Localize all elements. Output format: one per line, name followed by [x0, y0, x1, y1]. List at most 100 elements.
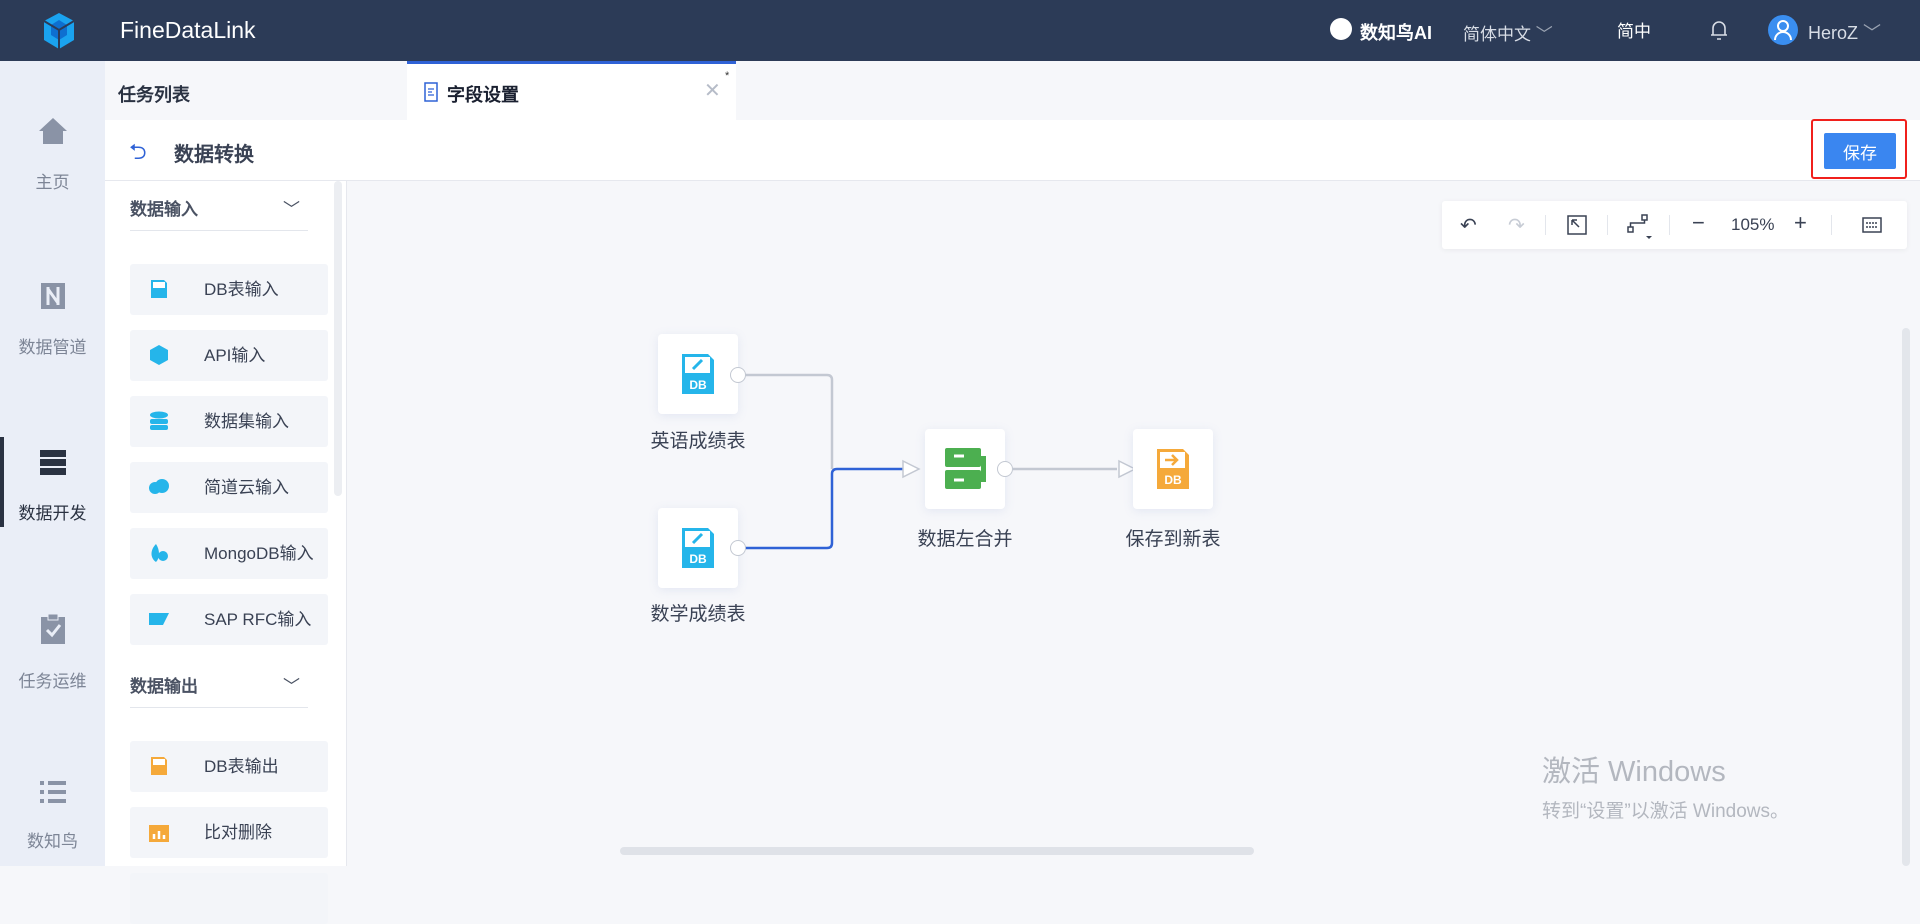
list-icon — [39, 781, 66, 803]
windows-activation-watermark: 激活 Windows 转到“设置”以激活 Windows。 — [1542, 748, 1789, 823]
divider — [1545, 215, 1546, 235]
operator-label: MongoDB输入 — [204, 544, 314, 563]
db-input-icon: DB — [682, 354, 714, 394]
node-left-join[interactable] — [925, 429, 1013, 509]
app-name: FineDataLink — [120, 17, 256, 43]
bell-icon[interactable] — [1710, 19, 1728, 41]
nav-task-ops[interactable]: 任务运维 — [0, 613, 105, 692]
highlight-box — [1811, 119, 1907, 179]
operator-api-input[interactable]: API输入 — [130, 330, 328, 381]
watermark-subtitle: 转到“设置”以激活 Windows。 — [1542, 801, 1790, 822]
output-port[interactable] — [730, 540, 746, 556]
save-button[interactable]: 保存 — [1824, 133, 1896, 169]
node-save-to-new-table[interactable]: DB — [1133, 429, 1213, 509]
operator-label: DB表输入 — [204, 280, 279, 299]
mongodb-icon — [151, 544, 168, 562]
svg-text:DB: DB — [689, 378, 707, 392]
chevron-down-icon: ﹀ — [1863, 23, 1882, 43]
node-math-scores[interactable]: DB — [658, 508, 746, 588]
operator-sap-rfc-input[interactable]: SAP RFC输入 — [130, 594, 328, 645]
tab-bar: 任务列表 字段设置 ✕ * — [105, 61, 1920, 120]
operator-more[interactable] — [130, 873, 328, 924]
section-title: 数据输出 — [130, 677, 198, 696]
zoom-in-icon[interactable]: + — [1794, 210, 1807, 235]
zoom-out-icon[interactable]: − — [1692, 210, 1705, 235]
canvas[interactable]: DB 英语成绩表 DB 数学成绩表 数据左合并 DB 保存到新表 — [347, 181, 1920, 866]
operator-label: API输入 — [204, 346, 266, 365]
node-label: 英语成绩表 — [650, 431, 746, 452]
close-tab-icon[interactable]: ✕ — [704, 80, 721, 102]
nav-data-pipeline[interactable]: 数据管道 — [0, 281, 105, 358]
panel-scrollbar[interactable] — [334, 181, 342, 496]
nav-data-development[interactable]: 数据开发 — [0, 437, 105, 527]
data-input-section[interactable]: 数据输入 ﹀ — [130, 189, 308, 231]
app-logo-icon — [43, 13, 75, 49]
back-icon[interactable]: ⮌ — [129, 139, 147, 164]
operator-panel: 数据输入﹀ DB表输入 API输入 数据集输入 简道云输入 MongoDB输入 … — [105, 181, 347, 924]
compare-delete-icon — [149, 825, 169, 842]
user-avatar[interactable] — [1768, 15, 1798, 45]
pipeline-icon — [40, 283, 65, 309]
tab-label: 字段设置 — [447, 85, 519, 105]
watermark-title: 激活 Windows — [1542, 756, 1726, 788]
operator-label: 数据集输入 — [204, 412, 289, 431]
nav-home[interactable]: 主页 — [0, 116, 105, 193]
layout-icon[interactable] — [1627, 214, 1653, 240]
development-icon — [39, 450, 66, 475]
edge-math-merge — [743, 467, 910, 550]
merge-icon — [945, 448, 986, 489]
nav-label: 数知鸟 — [27, 832, 78, 851]
chevron-down-icon: ﹀ — [283, 200, 300, 219]
output-port[interactable] — [730, 367, 746, 383]
connection-lines — [743, 373, 1137, 550]
node-label: 保存到新表 — [1125, 529, 1221, 550]
api-icon — [150, 345, 168, 365]
db-input-icon: DB — [682, 528, 714, 568]
db-input-icon — [151, 280, 167, 298]
nav-label: 数据管道 — [18, 338, 87, 357]
db-output-icon: DB — [1157, 449, 1189, 489]
operator-mongodb-input[interactable]: MongoDB输入 — [130, 528, 328, 579]
operator-label: 简道云输入 — [204, 478, 289, 497]
node-label: 数学成绩表 — [650, 604, 746, 625]
language-value: 简体中文 — [1463, 25, 1531, 44]
zoom-level: 105% — [1731, 215, 1775, 234]
simplified-toggle[interactable]: 简中 — [1617, 22, 1651, 41]
ai-bird-icon — [1330, 18, 1352, 40]
operator-db-output[interactable]: DB表输出 — [130, 741, 328, 792]
task-list-tab[interactable]: 任务列表 — [118, 85, 190, 105]
vertical-scrollbar[interactable] — [1902, 328, 1910, 866]
nav-label: 数据开发 — [18, 504, 87, 523]
top-header: FineDataLink 数知鸟AI 简体中文 ﹀ 简中 HeroZ ﹀ — [0, 0, 1920, 61]
undo-icon[interactable]: ↶ — [1460, 215, 1477, 237]
data-output-section[interactable]: 数据输出 ﹀ — [130, 666, 308, 708]
operator-label: 比对删除 — [204, 823, 272, 842]
section-title: 数据输入 — [130, 200, 198, 219]
keyboard-icon[interactable] — [1862, 217, 1882, 233]
left-nav: 主页 数据管道 数据开发 任务运维 数知鸟 — [0, 61, 105, 866]
sap-icon — [149, 613, 169, 625]
redo-icon[interactable]: ↷ — [1508, 215, 1525, 237]
operator-dataset-input[interactable]: 数据集输入 — [130, 396, 328, 447]
horizontal-scrollbar[interactable] — [620, 847, 1254, 855]
node-english-scores[interactable]: DB — [658, 334, 746, 414]
ai-assistant-link[interactable]: 数知鸟AI — [1360, 23, 1432, 43]
chevron-down-icon: ﹀ — [283, 677, 300, 696]
fit-view-icon[interactable] — [1567, 215, 1587, 235]
language-select[interactable]: 简体中文 ﹀ — [1463, 20, 1553, 45]
tab-field-settings[interactable]: 字段设置 ✕ * — [407, 61, 736, 120]
nav-shuzhiniao[interactable]: 数知鸟 — [0, 779, 105, 852]
cloud-icon — [149, 479, 169, 494]
output-port[interactable] — [997, 461, 1013, 477]
modified-marker: * — [725, 70, 730, 82]
operator-db-input[interactable]: DB表输入 — [130, 264, 328, 315]
operator-compare-delete[interactable]: 比对删除 — [130, 807, 328, 858]
canvas-toolbar: ↶ ↷ − 105% + — [1442, 201, 1907, 249]
operator-label: DB表输出 — [204, 757, 279, 776]
svg-text:DB: DB — [689, 552, 707, 566]
divider — [1831, 215, 1832, 235]
svg-text:DB: DB — [1164, 473, 1182, 487]
user-menu[interactable]: HeroZ ﹀ — [1808, 19, 1881, 45]
operator-jiandaoyun-input[interactable]: 简道云输入 — [130, 462, 328, 513]
page-title: 数据转换 — [174, 144, 254, 166]
